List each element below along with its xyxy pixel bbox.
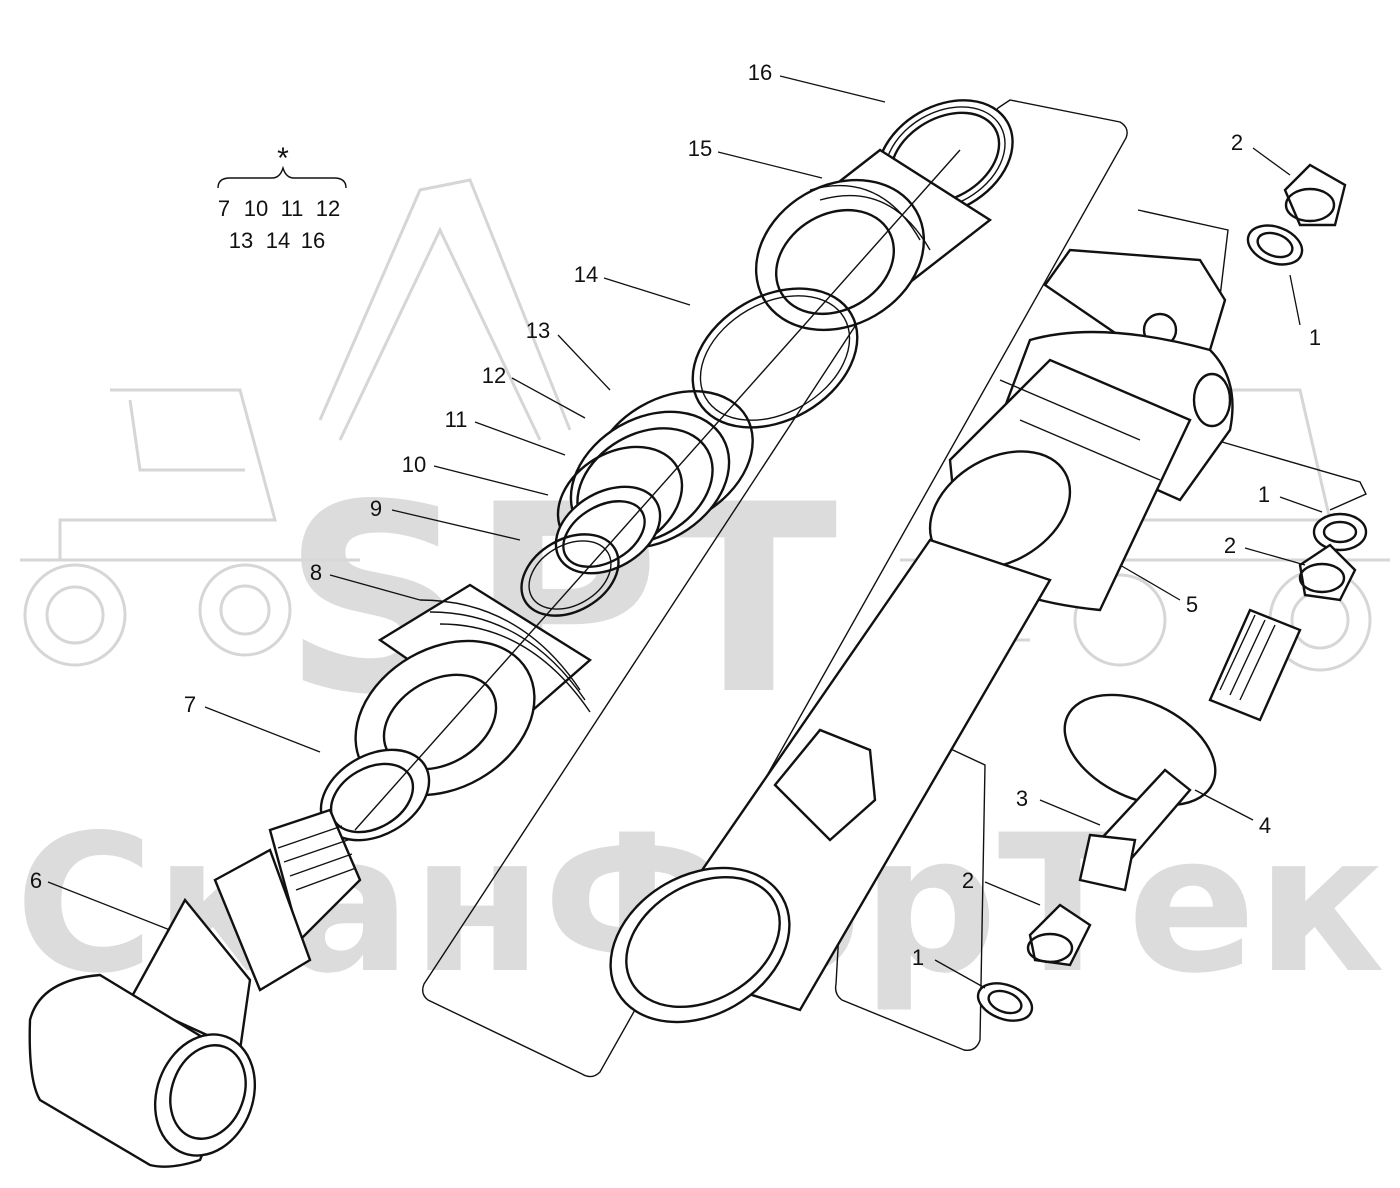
callout-4: 4 — [1259, 813, 1271, 838]
callout-7: 7 — [184, 692, 196, 717]
part-3-fitting — [1078, 608, 1302, 892]
callout-9: 9 — [370, 496, 382, 521]
leader-line — [1244, 547, 1306, 566]
leader-line — [779, 75, 886, 103]
leader-line — [204, 706, 321, 753]
callout-13: 13 — [526, 318, 550, 343]
leader-line — [717, 151, 823, 179]
watermark-tractor-left — [20, 178, 572, 667]
kit-note-item: 10 — [244, 196, 268, 221]
kit-note-brace — [217, 165, 347, 189]
leader-line — [1119, 564, 1181, 601]
callout-10: 10 — [402, 452, 426, 477]
kit-note-row1: 7 10 11 12 — [218, 196, 340, 221]
leader-line — [329, 574, 421, 601]
kit-note-item: 7 — [218, 196, 230, 221]
callout-labels: 16 15 14 13 12 11 10 9 8 7 6 5 4 3 2 1 1… — [30, 60, 1321, 970]
kit-note-item: 11 — [281, 196, 304, 221]
callout-5: 5 — [1186, 592, 1198, 617]
callout-6: 6 — [30, 868, 42, 893]
kit-note-item: 12 — [316, 196, 340, 221]
leader-line — [1279, 496, 1323, 513]
callout-2: 2 — [962, 868, 974, 893]
callout-2: 2 — [1231, 130, 1243, 155]
rod-assembly-frame — [421, 99, 1128, 1078]
part-10-ring — [554, 485, 662, 575]
part-2-union-mid — [1298, 543, 1357, 602]
part-5-cylinder — [609, 248, 1234, 1024]
part-4-oring — [1063, 693, 1217, 807]
part-15-guide — [754, 148, 993, 332]
part-1-washer-mid — [1312, 512, 1368, 552]
leader-line — [47, 881, 171, 931]
kit-note: * 7 10 11 12 13 14 16 — [217, 142, 347, 253]
kit-note-item: 16 — [301, 228, 325, 253]
part-14-oring — [691, 287, 859, 429]
kit-note-symbol: * — [277, 142, 289, 175]
callout-1: 1 — [1258, 482, 1270, 507]
leader-line — [603, 277, 691, 306]
leader-line — [511, 377, 586, 419]
callout-12: 12 — [482, 363, 506, 388]
callout-1: 1 — [912, 945, 924, 970]
callout-15: 15 — [688, 136, 712, 161]
part-6-rod — [28, 808, 362, 1168]
leader-line — [1194, 789, 1254, 821]
part-2-union-bottom — [1026, 903, 1092, 967]
part-1-washer-bottom — [976, 982, 1034, 1022]
callout-16: 16 — [748, 60, 772, 85]
callout-2: 2 — [1224, 533, 1236, 558]
kit-note-row2: 13 14 16 — [229, 228, 325, 253]
leader-line — [1289, 274, 1301, 326]
part-2-union-top — [1283, 163, 1347, 227]
leader-line — [934, 959, 986, 989]
callout-11: 11 — [445, 407, 468, 432]
leader-line — [557, 334, 611, 391]
rod-axis — [354, 149, 961, 831]
part-1-washer-top — [1246, 224, 1304, 266]
port-fittings-frame — [834, 715, 986, 1051]
callout-3: 3 — [1016, 786, 1028, 811]
leader-lines — [47, 75, 1323, 989]
kit-note-item: 14 — [266, 228, 290, 253]
callout-1: 1 — [1309, 325, 1321, 350]
callout-14: 14 — [574, 262, 598, 287]
leader-line — [433, 465, 549, 496]
leader-line — [1252, 147, 1291, 176]
kit-note-item: 13 — [229, 228, 253, 253]
leader-line — [984, 881, 1041, 906]
callout-8: 8 — [310, 560, 322, 585]
leader-line — [391, 509, 521, 541]
leader-line — [474, 421, 566, 456]
leader-line — [1039, 799, 1101, 826]
part-9-ring — [520, 533, 620, 617]
